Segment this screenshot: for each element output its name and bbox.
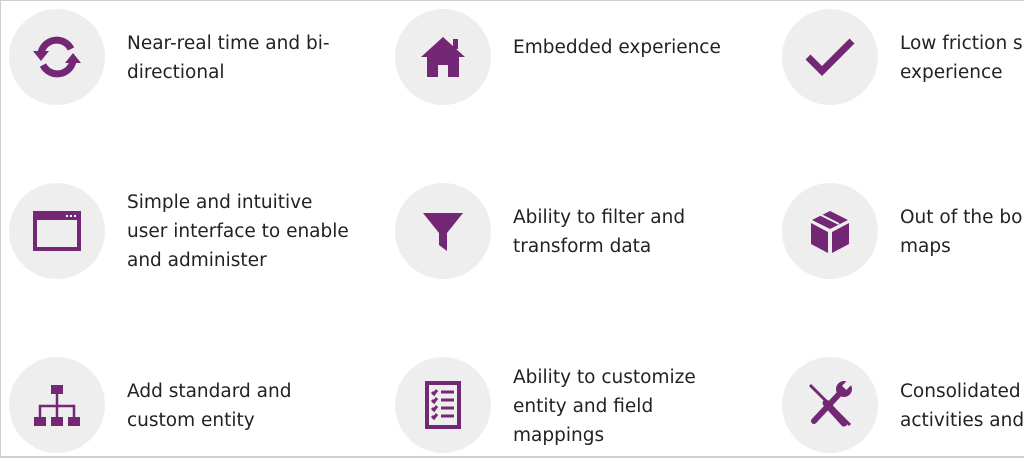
feature-embedded: Embedded experience (395, 9, 782, 109)
icon-circle (395, 357, 491, 453)
sync-icon (33, 36, 81, 78)
feature-customize-mappings: Ability to customize entity and field ma… (395, 357, 782, 457)
feature-filter-transform: Ability to filter and transform data (395, 183, 782, 283)
feature-out-of-box-maps: Out of the bo maps (782, 183, 1024, 283)
feature-label: Consolidated activities and (900, 381, 1024, 431)
feature-label: Add standard and custom entity (127, 381, 292, 431)
home-icon (421, 37, 465, 77)
feature-simple-ui: Simple and intuitive user interface to e… (9, 183, 396, 283)
feature-label: Ability to filter and transform data (513, 207, 686, 257)
feature-label: Out of the bo maps (900, 207, 1023, 257)
icon-circle (9, 9, 105, 105)
package-icon (811, 211, 849, 253)
icon-circle (782, 9, 878, 105)
checkmark-icon (805, 38, 855, 76)
window-icon (33, 211, 81, 251)
icon-circle (395, 183, 491, 279)
feature-near-real-time: Near-real time and bi- directional (9, 9, 396, 109)
feature-label: Simple and intuitive user interface to e… (127, 192, 349, 271)
tools-icon (808, 380, 852, 427)
feature-label: Low friction s experience (900, 33, 1023, 83)
icon-circle (9, 183, 105, 279)
feature-low-friction: Low friction s experience (782, 9, 1024, 109)
icon-circle (782, 183, 878, 279)
feature-consolidated: Consolidated activities and (782, 357, 1024, 457)
feature-add-entity: Add standard and custom entity (9, 357, 396, 457)
feature-label: Ability to customize entity and field ma… (513, 367, 696, 446)
feature-label: Embedded experience (513, 37, 721, 58)
filter-icon (423, 213, 463, 251)
icon-circle (395, 9, 491, 105)
feature-label: Near-real time and bi- directional (127, 33, 330, 83)
icon-circle (782, 357, 878, 453)
icon-circle (9, 357, 105, 453)
hierarchy-icon (34, 385, 80, 426)
checklist-icon (425, 381, 461, 429)
